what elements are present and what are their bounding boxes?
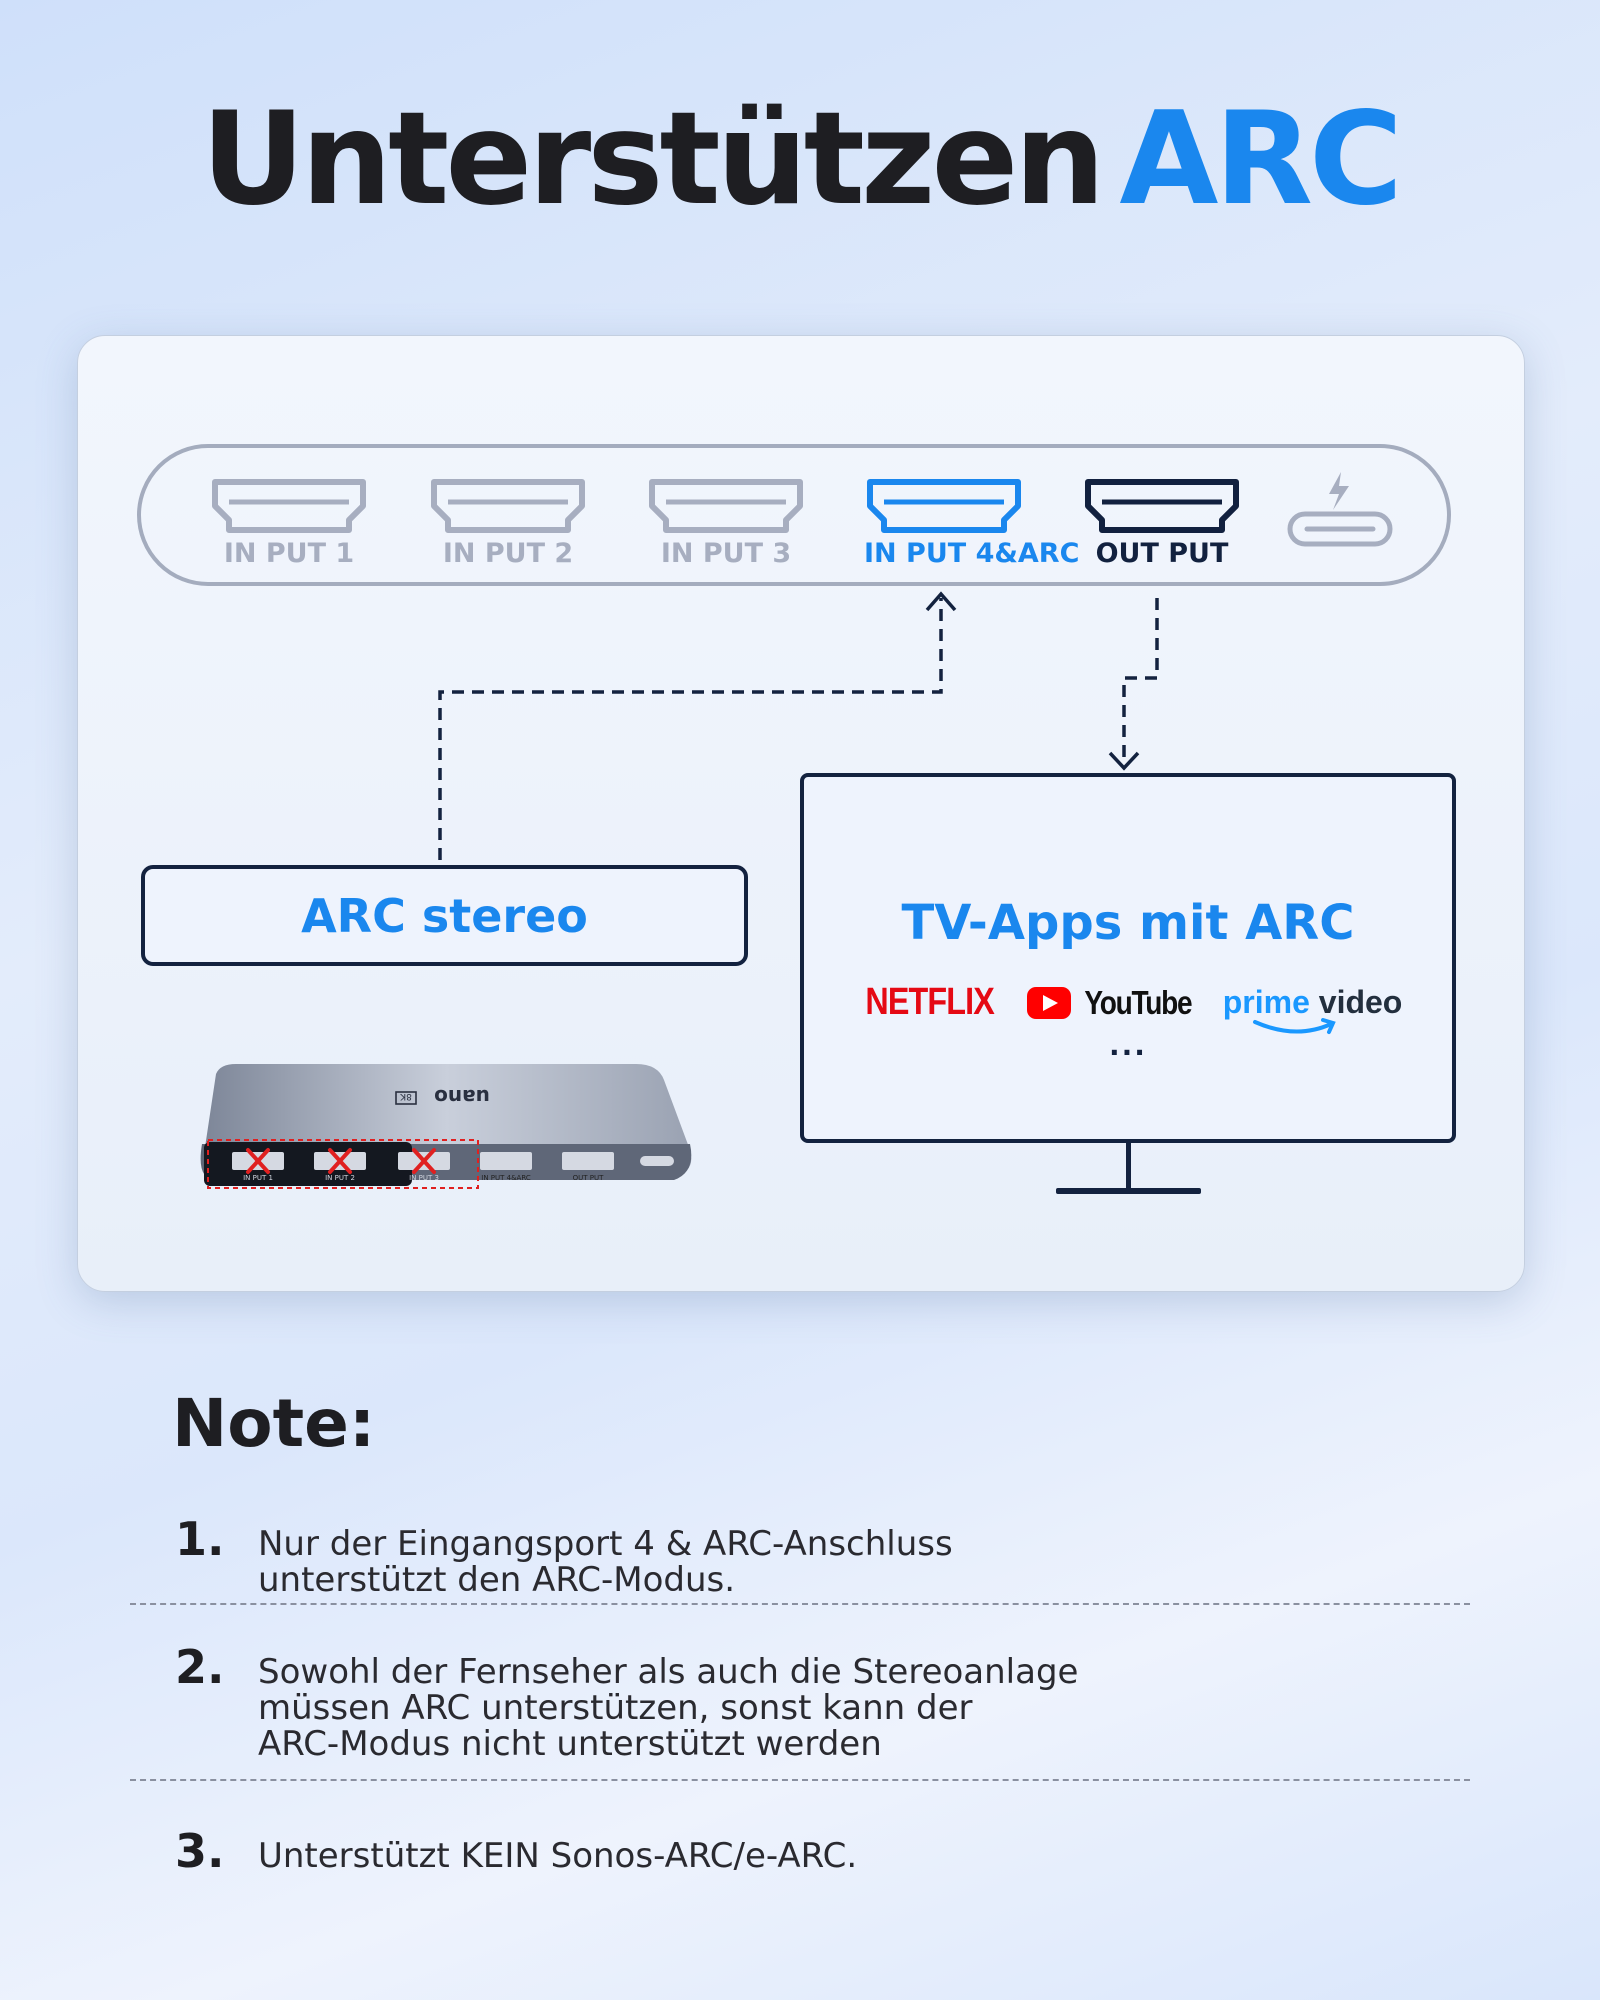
note-number: 2. bbox=[175, 1640, 225, 1694]
device-badge: 8K bbox=[399, 1091, 412, 1101]
headline-accent: ARC bbox=[1119, 85, 1403, 234]
note-title: Note: bbox=[172, 1385, 376, 1462]
device-port-label: OUT PUT bbox=[573, 1174, 604, 1182]
hdmi-port-icon bbox=[1085, 479, 1239, 533]
video-text: video bbox=[1318, 984, 1403, 1020]
youtube-logo: YouTube bbox=[1026, 983, 1201, 1022]
device-port-label: IN PUT 2 bbox=[325, 1174, 355, 1182]
more-apps-ellipsis: ... bbox=[1109, 1029, 1147, 1062]
note-divider bbox=[130, 1779, 1470, 1781]
port-label: IN PUT 1 bbox=[223, 538, 355, 569]
port-label: IN PUT 2 bbox=[442, 538, 574, 569]
tv-stand-neck bbox=[1126, 1143, 1131, 1193]
note-text: Nur der Eingangsport 4 & ARC-Anschluss u… bbox=[258, 1524, 953, 1600]
prime-video-logo: prime video bbox=[1222, 984, 1403, 1034]
app-logos: NETFLIX YouTube prime video bbox=[804, 981, 1452, 1034]
note-divider bbox=[130, 1603, 1470, 1605]
disabled-cross-icon bbox=[246, 1148, 436, 1174]
hdmi-switch-device: 8K uano IN PUT 1 IN PUT 2 IN PUT 3 IN PU… bbox=[200, 1064, 692, 1189]
headline-text: Unterstützen bbox=[201, 85, 1105, 234]
note-number: 1. bbox=[175, 1512, 225, 1566]
port-output: OUT PUT bbox=[1082, 478, 1242, 569]
note-text: Sowohl der Fernseher als auch die Stereo… bbox=[258, 1652, 1079, 1764]
tv-screen: TV-Apps mit ARC NETFLIX YouTube prime vi… bbox=[800, 773, 1456, 1143]
arc-stereo-label: ARC stereo bbox=[301, 888, 588, 943]
usb-c-lightning-icon bbox=[1287, 472, 1393, 547]
tv-title: TV-Apps mit ARC bbox=[901, 895, 1355, 951]
youtube-play-icon bbox=[1026, 986, 1071, 1019]
device-brand: uano bbox=[434, 1085, 490, 1109]
amazon-smile-icon bbox=[1252, 1018, 1336, 1034]
hdmi-port-icon bbox=[649, 479, 803, 533]
arc-stereo-box: ARC stereo bbox=[141, 865, 748, 966]
port-panel bbox=[137, 444, 1451, 586]
port-input-1: IN PUT 1 bbox=[209, 478, 369, 569]
device-port-label: IN PUT 1 bbox=[243, 1174, 273, 1182]
netflix-logo: NETFLIX bbox=[864, 981, 994, 1023]
device-port-label: IN PUT 4&ARC bbox=[481, 1174, 531, 1182]
hdmi-port-icon bbox=[431, 479, 585, 533]
hdmi-port-icon bbox=[867, 479, 1021, 533]
tv-stand-base bbox=[1056, 1188, 1201, 1194]
port-label: OUT PUT bbox=[1095, 538, 1229, 569]
port-input-2: IN PUT 2 bbox=[428, 478, 588, 569]
port-label: IN PUT 3 bbox=[660, 538, 792, 569]
hdmi-port-icon bbox=[212, 479, 366, 533]
note-number: 3. bbox=[175, 1824, 225, 1878]
youtube-text: YouTube bbox=[1084, 983, 1192, 1021]
prime-text: prime bbox=[1222, 984, 1310, 1020]
port-input-3: IN PUT 3 bbox=[646, 478, 806, 569]
device-port-label: IN PUT 3 bbox=[409, 1174, 439, 1182]
note-text: Unterstützt KEIN Sonos-ARC/e-ARC. bbox=[258, 1836, 858, 1876]
